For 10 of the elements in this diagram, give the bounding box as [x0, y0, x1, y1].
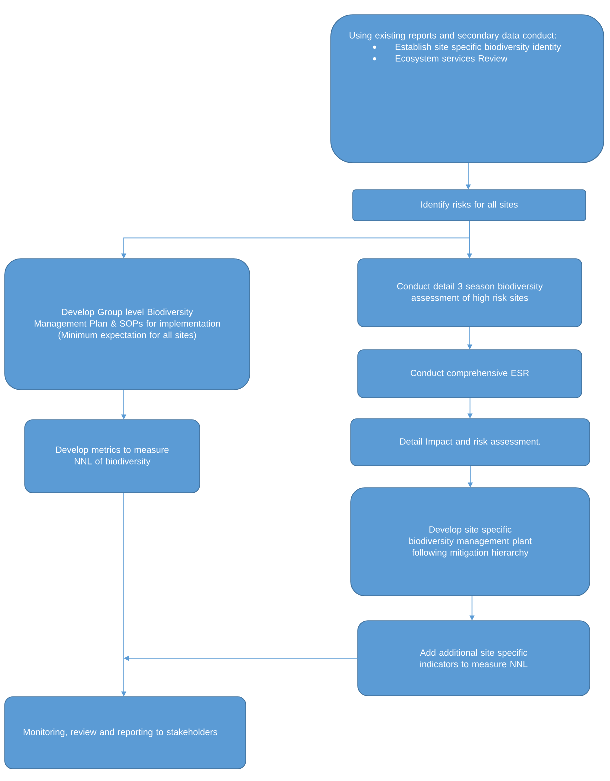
- process-box: Using existing reports and secondary data conduct: Establish site specific biodiversity identity Ecosystem services Review: [330, 14, 604, 164]
- process-box: Conduct comprehensive ESR: [358, 350, 582, 398]
- process-box: Identify risks for all sites: [352, 190, 586, 222]
- process-box: Develop site specific biodiversity management plant following mitigation hierarchy: [350, 488, 590, 596]
- process-box: Add additional site specific indicators to measure NNL: [358, 620, 590, 696]
- process-box: Develop metrics to measure NNL of biodiversity: [24, 420, 200, 494]
- process-box: Detail Impact and risk assessment.: [350, 418, 590, 466]
- process-box: Monitoring, review and reporting to stakeholders: [4, 696, 246, 770]
- process-box: Develop Group level Biodiversity Management Plan & SOPs for implementation (Minimum expectation for all sites): [4, 258, 250, 390]
- process-box: Conduct detail 3 season biodiversity assessment of high risk sites: [358, 258, 582, 328]
